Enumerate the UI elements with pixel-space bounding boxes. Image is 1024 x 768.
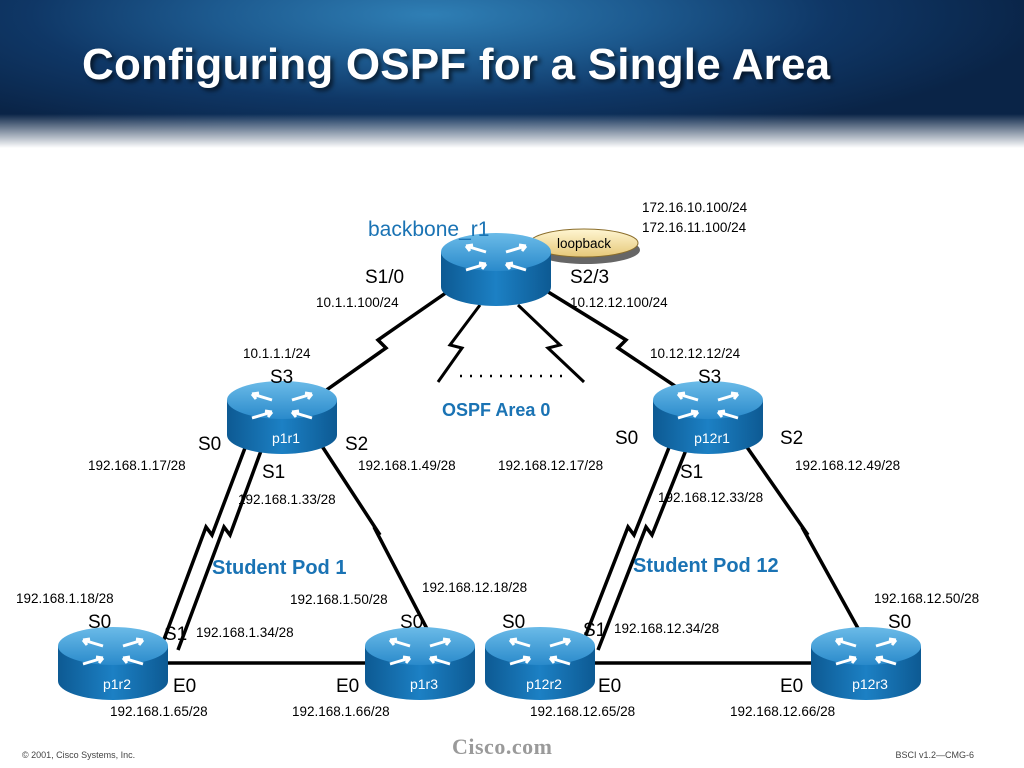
serial-link-p1r1-s0 (158, 439, 250, 651)
p1r2-e0-label: E0 (173, 676, 196, 697)
router-p1r3[interactable]: p1r3 (365, 627, 475, 700)
serial-link-p1r1-s1 (176, 439, 267, 651)
backbone-s23-label: S2/3 (570, 267, 609, 288)
serial-link-p12r1-s1 (596, 439, 692, 651)
p1r1-s1-ip: 192.168.1.33/28 (238, 492, 336, 507)
p12r2-s1-ip: 192.168.12.34/28 (614, 621, 719, 636)
slide-title: Configuring OSPF for a Single Area (82, 40, 831, 89)
p12r1-s3-label: S3 (698, 367, 721, 388)
router-p12r1[interactable]: p12r1 (653, 381, 763, 454)
serial-link-p1r1-s2 (316, 439, 440, 651)
p1r3-e0-ip: 192.168.1.66/28 (292, 704, 390, 719)
p1r1-s2-label: S2 (345, 434, 368, 455)
router-p12r2[interactable]: p12r2 (485, 627, 595, 700)
p1r2-s0-label: S0 (88, 612, 111, 633)
p1r3-e0-label: E0 (336, 676, 359, 697)
p1r3-s0-label: S0 (400, 612, 423, 633)
p12r2-e0-ip: 192.168.12.65/28 (530, 704, 635, 719)
p12r1-s0-ip: 192.168.12.17/28 (498, 458, 603, 473)
p1r2-s1-ip: 192.168.1.34/28 (196, 625, 294, 640)
router-p1r2[interactable]: p1r2 (58, 627, 168, 700)
p12r2-s1-label: S1 (583, 620, 606, 641)
p12r1-s3-ip: 10.12.12.12/24 (650, 346, 741, 361)
pod12-label: Student Pod 12 (633, 555, 779, 577)
p12r2-e0-label: E0 (598, 676, 621, 697)
title-banner (0, 0, 1024, 148)
p12r1-s1-ip: 192.168.12.33/28 (658, 490, 763, 505)
footer-copyright: © 2001, Cisco Systems, Inc. (22, 750, 136, 760)
router-label-p1r2: p1r2 (103, 676, 131, 692)
p1r1-s3-label: S3 (270, 367, 293, 388)
footer-course-id: BSCI v1.2—CMG-6 (895, 750, 974, 760)
p1r2-s0-ip: 192.168.1.18/28 (16, 591, 114, 606)
links (158, 288, 872, 665)
pod1-label: Student Pod 1 (212, 557, 346, 579)
router-label-p1r1: p1r1 (272, 430, 300, 446)
loopback-ip-1: 172.16.10.100/24 (642, 200, 748, 215)
router-label-p1r3: p1r3 (410, 676, 438, 692)
p12r1-s2-ip: 192.168.12.49/28 (795, 458, 900, 473)
p1r1-s3-ip: 10.1.1.1/24 (243, 346, 311, 361)
p1r1-s2-ip: 192.168.1.49/28 (358, 458, 456, 473)
router-label-p12r3: p12r3 (852, 676, 888, 692)
router-label-p12r2: p12r2 (526, 676, 562, 692)
router-p1r1[interactable]: p1r1 (227, 381, 337, 454)
serial-link-p12r1-s0 (578, 439, 674, 651)
area-bracket-left (436, 304, 482, 383)
loopback-label: loopback (557, 236, 611, 251)
loopback-ip-2: 172.16.11.100/24 (642, 220, 747, 235)
backbone-s10-label: S1/0 (365, 267, 404, 288)
p12r1-s0-label: S0 (615, 428, 638, 449)
p12r3-s0-label: S0 (888, 612, 911, 633)
backbone-s10-ip: 10.1.1.100/24 (316, 295, 399, 310)
p12r3-e0-ip: 192.168.12.66/28 (730, 704, 835, 719)
p1r2-s1-label: S1 (164, 624, 187, 645)
cisco-logo: Cisco.com (452, 734, 553, 759)
serial-link-p12r1-s2 (740, 439, 872, 651)
router-backbone-r1[interactable] (441, 233, 551, 306)
ospf-area-label: OSPF Area 0 (442, 400, 550, 420)
p12r1-s2-label: S2 (780, 428, 803, 449)
p1r1-s0-ip: 192.168.1.17/28 (88, 458, 186, 473)
loopback-interface: loopback (529, 228, 640, 264)
p12r2-s0-label: S0 (502, 612, 525, 633)
p1r1-s1-label: S1 (262, 462, 285, 483)
p12r3-e0-label: E0 (780, 676, 803, 697)
backbone-router-name: backbone_r1 (368, 218, 489, 241)
serial-link-backbone-p12r1 (544, 288, 691, 398)
router-label-p12r1: p12r1 (694, 430, 730, 446)
p12r1-s1-label: S1 (680, 462, 703, 483)
router-p12r3[interactable]: p12r3 (811, 627, 921, 700)
p1r2-e0-ip: 192.168.1.65/28 (110, 704, 208, 719)
area-bracket-right (516, 303, 586, 384)
p12r3-s0-ip: 192.168.12.50/28 (874, 591, 979, 606)
backbone-s23-ip: 10.12.12.100/24 (570, 295, 668, 310)
p12r2-s0-ip: 192.168.12.18/28 (422, 580, 527, 595)
serial-link-backbone-p1r1 (316, 288, 451, 398)
p1r1-s0-label: S0 (198, 434, 221, 455)
p1r3-s0-ip: 192.168.1.50/28 (290, 592, 388, 607)
